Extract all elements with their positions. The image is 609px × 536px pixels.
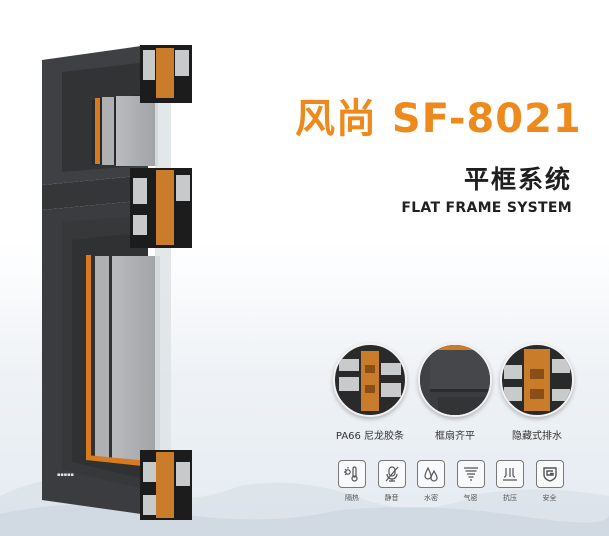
property-airtight: 气密 — [456, 460, 485, 503]
product-title: 风尚 SF-8021 — [295, 96, 582, 142]
property-label: 静音 — [384, 494, 399, 502]
feature-hidden-drainage: 隐藏式排水 — [494, 343, 580, 442]
property-label: 水密 — [424, 494, 438, 502]
feature-label: PA66 尼龙胶条 — [335, 431, 405, 442]
flush-frame-detail-image — [418, 343, 492, 417]
shield-icon — [535, 460, 564, 488]
property-insulation: 隔热 — [338, 460, 366, 503]
brand-logo-text: ▪▪▪▪▪ — [57, 472, 74, 478]
profile-middle — [130, 168, 192, 248]
property-safety: 安全 — [535, 460, 564, 503]
product-subtitle: 平框系统 — [463, 165, 572, 194]
tornado-icon — [456, 460, 485, 488]
profile-top — [140, 45, 192, 103]
window-frame-cross-section: ▪▪▪▪▪ — [42, 45, 192, 520]
property-watertight: 水密 — [417, 460, 445, 503]
feature-pa66-nylon-strip: PA66 尼龙胶条 — [327, 343, 413, 442]
product-subtitle-english: FLAT FRAME SYSTEM — [401, 200, 572, 216]
thermal-break-detail-image — [333, 343, 407, 417]
property-label: 安全 — [542, 494, 557, 502]
property-icons-row: 隔热 静音 水密 气密 抗压 — [338, 460, 564, 503]
profile-bottom — [140, 450, 192, 520]
mute-microphone-icon — [377, 460, 406, 488]
property-label: 气密 — [463, 494, 478, 502]
property-label: 抗压 — [503, 494, 517, 502]
hidden-drainage-detail-image — [500, 343, 574, 417]
thermometer-sun-icon — [338, 460, 366, 488]
feature-label: 框扇齐平 — [435, 431, 475, 442]
property-soundproof: 静音 — [377, 460, 406, 503]
property-label: 隔热 — [345, 494, 359, 502]
property-pressure-resistant: 抗压 — [496, 460, 524, 503]
water-drops-icon — [417, 460, 445, 488]
feature-flush-frame: 框扇齐平 — [412, 343, 498, 442]
feature-label: 隐藏式排水 — [512, 431, 562, 442]
pressure-icon — [496, 460, 524, 488]
